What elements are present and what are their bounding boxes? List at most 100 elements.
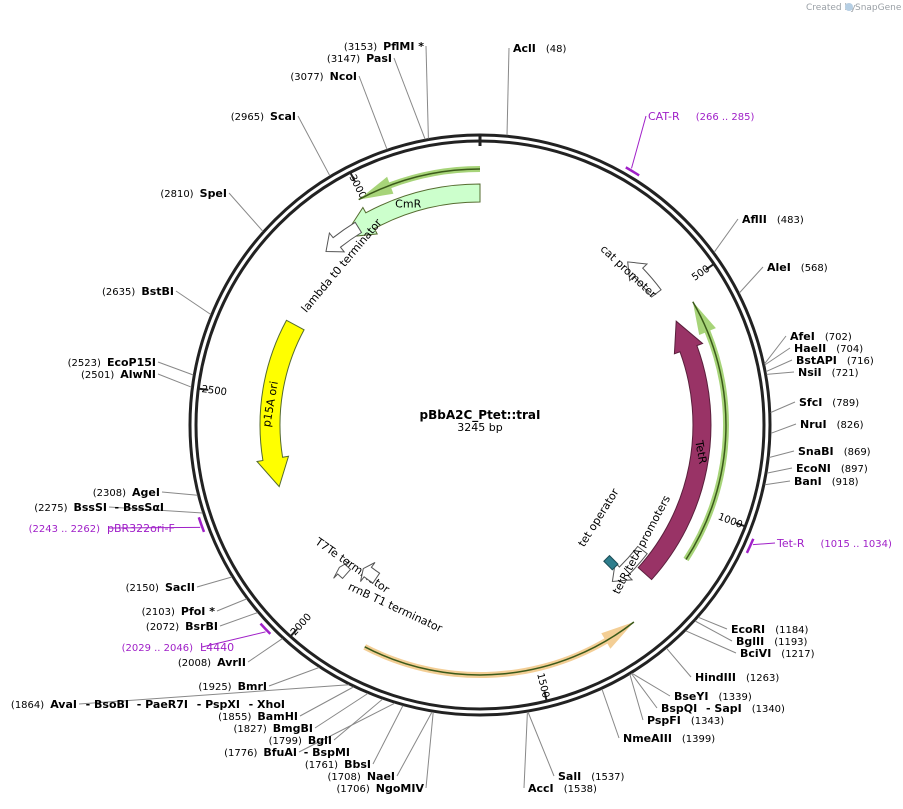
enzyme-name: SpeI	[200, 187, 227, 200]
enzyme-leader-line	[314, 693, 369, 729]
feature-shape	[611, 545, 648, 583]
enzyme-alwni[interactable]: AlwNI(2501)	[81, 368, 192, 388]
feature-p15a-ori[interactable]: p15A ori	[256, 319, 305, 488]
enzyme-bsrbi[interactable]: BsrBI(2072)	[146, 612, 258, 633]
enzyme-position: (1538)	[564, 784, 597, 795]
enzyme-bmgbi[interactable]: BmgBI(1827)	[234, 693, 369, 736]
enzyme-ecori[interactable]: EcoRI(1184)	[698, 616, 809, 636]
enzyme-acli[interactable]: AclI(48)	[506, 42, 567, 136]
primer-tet-r[interactable]: Tet-R(1015 .. 1034)	[745, 537, 892, 554]
enzyme-bcivi[interactable]: BciVI(1217)	[685, 630, 815, 660]
enzyme-position: (1776)	[224, 748, 257, 759]
enzyme-pasi[interactable]: PasI(3147)	[327, 52, 426, 140]
enzyme-bstbi[interactable]: BstBI(2635)	[102, 285, 212, 315]
primer-sites: CAT-R(266 .. 285) Tet-R(1015 .. 1034) L444…	[29, 110, 892, 654]
enzyme-name: BstBI	[141, 285, 174, 298]
enzyme-alei[interactable]: AleI(568)	[738, 261, 828, 294]
enzyme-ecop15i[interactable]: EcoP15I(2523)	[68, 356, 194, 376]
snapgene-brand: Created by SnapGene	[806, 3, 902, 13]
enzyme-nsii[interactable]: NsiI(721)	[766, 366, 859, 379]
enzyme-position: (897)	[841, 464, 868, 475]
primer-l4440[interactable]: L4440(2029 .. 2046)	[122, 622, 272, 654]
feature-shape	[333, 560, 352, 580]
primer-arc	[197, 516, 206, 533]
orf-line	[364, 621, 635, 676]
enzyme-sali[interactable]: SalI(1537)	[527, 711, 625, 783]
enzyme-leader-line	[157, 361, 194, 376]
enzyme-position: (1343)	[691, 716, 724, 727]
enzyme-agei[interactable]: AgeI(2308)	[93, 486, 198, 499]
enzyme-bseyi[interactable]: BseYI(1339)	[631, 672, 752, 703]
feature-cat-promoter[interactable]: cat promoter	[598, 242, 662, 301]
feature-tetr[interactable]: TetR	[637, 320, 712, 581]
primer-pbr322ori-f[interactable]: (2243 .. 2262)pBR322ori-F	[29, 516, 206, 535]
enzyme-hindiii[interactable]: HindIII(1263)	[666, 647, 780, 684]
primer-leader-line	[201, 631, 266, 648]
enzyme-naei[interactable]: NaeI(1708)	[328, 711, 433, 783]
primer-arc	[259, 622, 272, 635]
enzyme-bglii[interactable]: BglII(1193)	[694, 620, 808, 648]
tick-mark	[735, 521, 745, 528]
enzyme-pspfi[interactable]: PspFI(1343)	[629, 674, 724, 727]
enzyme-afei[interactable]: AfeI(702)	[764, 330, 852, 365]
enzyme-paer7i[interactable]: - PaeR7I	[137, 698, 188, 711]
enzyme-nmeaiii[interactable]: NmeAIII(1399)	[601, 689, 715, 745]
enzyme-bsssi[interactable]: BssSI(2275)	[34, 501, 203, 514]
feature-label: rrnB T1 terminator	[346, 580, 445, 635]
enzyme-bbsi[interactable]: BbsI(1761)	[305, 705, 404, 771]
primer-cat-r[interactable]: CAT-R(266 .. 285)	[625, 110, 755, 177]
enzyme-position: (1340)	[752, 704, 785, 715]
enzyme-name: BamHI	[257, 710, 298, 723]
enzyme-name: PasI	[366, 52, 392, 65]
enzyme-snabi[interactable]: SnaBI(869)	[769, 445, 871, 458]
enzyme-position: (2275)	[34, 503, 67, 514]
enzyme-scai[interactable]: ScaI(2965)	[231, 110, 331, 176]
enzyme-position: (789)	[832, 398, 859, 409]
enzyme-leader-line	[770, 423, 797, 434]
enzyme-name: SalI	[558, 770, 581, 783]
enzyme-haeii[interactable]: HaeII(704)	[764, 342, 864, 366]
feature-lambda-t0-terminator[interactable]: lambda t0 terminator	[299, 216, 385, 315]
primer-leader-line	[752, 542, 776, 546]
enzyme-avai[interactable]: AvaI(1864)	[11, 684, 349, 711]
enzyme-leader-line	[631, 672, 671, 697]
enzyme-avrii[interactable]: AvrII(2008)	[178, 638, 283, 669]
enzyme-xhoi[interactable]: - XhoI	[249, 698, 285, 711]
feature-tet-operator[interactable]: tet operator	[576, 486, 622, 571]
enzyme-bani[interactable]: BanI(918)	[764, 475, 859, 488]
enzyme-bspqi[interactable]: BspQI	[630, 673, 697, 716]
orf-arcs	[358, 165, 729, 679]
enzyme-name: AleI	[767, 261, 791, 274]
feature-shape	[325, 221, 363, 253]
enzyme-ncoi[interactable]: NcoI(3077)	[290, 70, 388, 150]
enzyme-bstapi[interactable]: BstAPI(716)	[765, 354, 874, 373]
enzyme-pfoi[interactable]: PfoI *(2103)	[142, 598, 247, 618]
enzyme-bfuai[interactable]: BfuAI(1776)	[224, 702, 396, 759]
enzyme-aflii[interactable]: AflII(483)	[713, 213, 804, 253]
enzyme-leader-line	[297, 115, 331, 176]
enzyme-bgli[interactable]: BglI(1799)	[269, 698, 383, 747]
enzyme-position: (2150)	[126, 583, 159, 594]
enzyme-bsss-i[interactable]: - BssSαI	[115, 501, 164, 514]
enzyme-bamhi[interactable]: BamHI(1855)	[218, 686, 354, 723]
enzyme-name: SacII	[165, 581, 195, 594]
enzyme-pflmi[interactable]: PflMI *(3153)	[344, 40, 429, 139]
enzyme-spei[interactable]: SpeI(2810)	[160, 187, 264, 232]
enzyme-bmri[interactable]: BmrI(1925)	[198, 667, 320, 694]
enzyme-bsobi[interactable]: - BsoBI	[86, 698, 129, 711]
enzyme-econi[interactable]: EcoNI(897)	[766, 462, 868, 475]
enzyme-bspmi[interactable]: - BspMI	[304, 746, 350, 759]
feature-shape	[603, 554, 619, 571]
enzyme-pspxi[interactable]: - PspXI	[197, 698, 240, 711]
enzyme-position: (721)	[832, 368, 859, 379]
enzyme-acci[interactable]: AccI(1538)	[523, 712, 597, 795]
enzyme-ngomiv[interactable]: NgoMIV(1706)	[337, 712, 434, 795]
enzyme-position: (826)	[837, 420, 864, 431]
enzyme-nrui[interactable]: NruI(826)	[770, 418, 864, 434]
enzyme-name: BspQI	[661, 702, 697, 715]
enzyme-sfci[interactable]: SfcI(789)	[770, 396, 860, 413]
enzyme-sacii[interactable]: SacII (2150)	[126, 576, 232, 594]
enzyme-sapi[interactable]: - SapI(1340)	[706, 702, 785, 715]
tick-mark	[199, 387, 209, 391]
enzyme-position: (3077)	[290, 72, 323, 83]
